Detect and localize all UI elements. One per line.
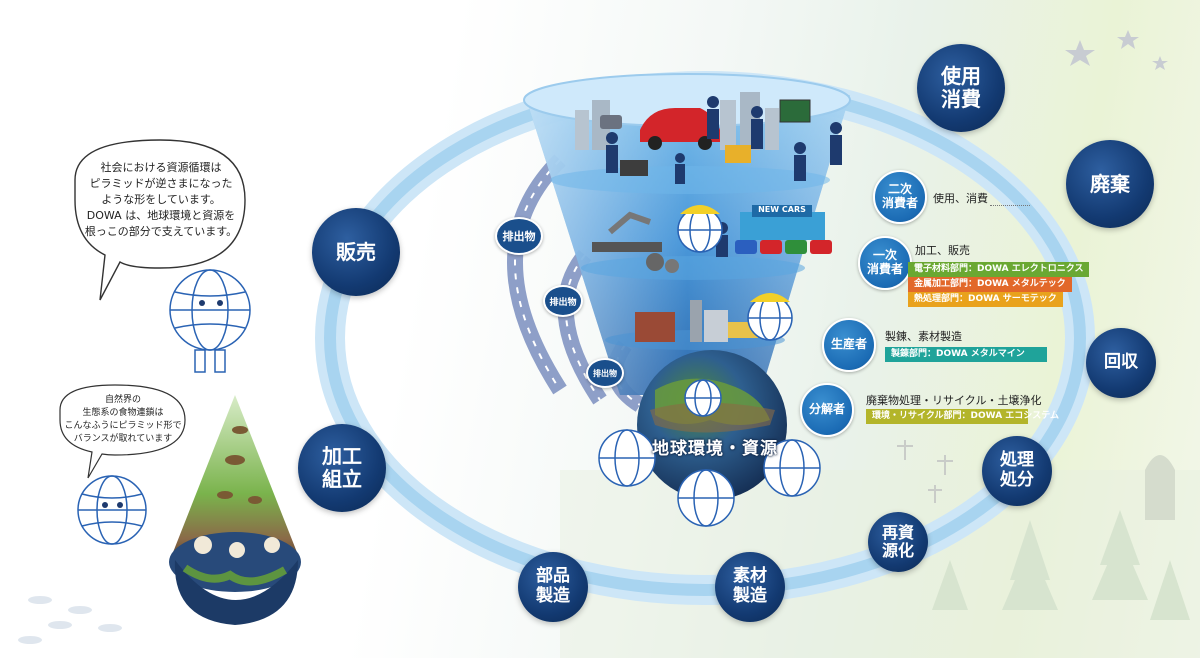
cycle-node-assembly[interactable]: 加工 組立 xyxy=(298,424,386,512)
soil-organism-icons xyxy=(194,536,280,558)
dept-ecosystem: 環境・リサイクル部門：DOWA エコシステム xyxy=(866,409,1059,424)
exhaust-label: 排出物 xyxy=(495,217,543,255)
box-icon xyxy=(725,145,751,163)
cycle-node-dispose[interactable]: 廃棄 xyxy=(1066,140,1154,228)
layer-consumers-illustration xyxy=(575,92,842,184)
globe-mascot-icon xyxy=(684,379,722,417)
cycle-node-treat[interactable]: 処理 処分 xyxy=(982,436,1052,506)
camera-icon xyxy=(600,115,622,129)
funnel-rim-1 xyxy=(550,166,830,194)
exhaust-arrow xyxy=(507,154,567,395)
tree-icon xyxy=(1150,560,1190,620)
role-primary-consumer-desc: 加工、販売 xyxy=(915,244,970,257)
globe-mascot-icon xyxy=(598,429,656,487)
role-decomposer: 分解者 xyxy=(800,383,854,437)
factory-icon xyxy=(704,310,728,342)
funnel-rim-2 xyxy=(581,256,805,280)
monitor-icon xyxy=(779,99,811,123)
dragonfly-icon xyxy=(897,440,913,460)
fish-icon xyxy=(98,624,122,632)
globe-mascot-icon xyxy=(169,269,251,373)
cycle-node-sales[interactable]: 販売 xyxy=(312,208,400,296)
dept-electronics: 電子材料部門：DOWA エレクトロニクス xyxy=(908,262,1090,277)
person-icon-group xyxy=(606,96,842,184)
globe-mascot-icon xyxy=(77,475,147,545)
animal-icon-group xyxy=(217,426,262,504)
globe-mascot-icon xyxy=(747,295,793,341)
robot-arm-icon xyxy=(608,211,651,235)
bubble-top-text: 社会における資源循環は ピラミッドが逆さまになった ような形をしています。 DO… xyxy=(84,161,238,238)
star-icon xyxy=(1152,56,1168,70)
tree-icon xyxy=(932,560,968,610)
role-decomposer-desc: 廃棄物処理・リサイクル・土壌浄化 xyxy=(866,394,1042,407)
speech-bubble-top xyxy=(74,139,246,301)
fish-icon xyxy=(28,596,52,604)
speech-bubble-bottom xyxy=(59,384,186,479)
role-secondary-consumer: 二次 消費者 xyxy=(873,170,927,224)
role-producer: 生産者 xyxy=(822,318,876,372)
cycle-node-material[interactable]: 素材 製造 xyxy=(715,552,785,622)
bubble-bottom-text: 自然界の 生態系の食物連鎖は こんなふうにピラミッド形で バランスが取れています xyxy=(64,395,182,444)
globe-mascot-icon-group xyxy=(77,207,821,545)
globe-mascot-icon xyxy=(677,207,723,253)
dragonfly-icon xyxy=(928,485,942,503)
exhaust-label: 排出物 xyxy=(586,358,624,388)
tree-icon xyxy=(1002,545,1058,610)
role-primary-consumer: 一次 消費者 xyxy=(858,236,912,290)
fish-icon xyxy=(18,636,42,644)
chimney-icon xyxy=(690,300,702,342)
cycle-node-recycle[interactable]: 再資 源化 xyxy=(868,512,928,572)
star-icon xyxy=(1065,40,1095,66)
tree-icon-group xyxy=(932,510,1190,620)
dragonfly-icon xyxy=(937,455,953,475)
role-secondary-consumer-desc: 使用、消費 xyxy=(933,192,988,205)
star-icon-group xyxy=(1065,30,1173,484)
fish-icon xyxy=(48,621,72,629)
ingot-icon xyxy=(635,312,675,342)
dept-thermotech: 熱処理部門：DOWA サーモテック xyxy=(908,292,1063,307)
globe-mascot-icon xyxy=(763,439,821,497)
food-pyramid xyxy=(170,395,300,575)
star-icon xyxy=(1117,30,1139,49)
dept-metaltech: 金属加工部門：DOWA メタルテック xyxy=(908,277,1072,292)
laptop-icon xyxy=(620,160,648,176)
rocket-icon xyxy=(1145,455,1175,520)
helmet-icon-group xyxy=(680,205,790,302)
conveyor-icon xyxy=(592,242,662,252)
cycle-node-use[interactable]: 使用 消費 xyxy=(917,44,1005,132)
mascot-faces xyxy=(102,300,223,508)
exhaust-label: 排出物 xyxy=(543,285,583,317)
fish-icon-group xyxy=(18,596,122,644)
car-icon xyxy=(640,108,720,142)
role-line xyxy=(990,205,1030,206)
cycle-node-parts[interactable]: 部品 製造 xyxy=(518,552,588,622)
new-cars-sign: NEW CARS xyxy=(758,205,806,214)
exhaust-arrow-chevrons xyxy=(514,159,641,406)
role-producer-desc: 製錬、素材製造 xyxy=(885,330,962,343)
dragonfly-icon-group xyxy=(897,440,953,503)
cycle-node-collect[interactable]: 回収 xyxy=(1086,328,1156,398)
tree-icon xyxy=(1092,535,1148,600)
globe-mascot-icon xyxy=(677,469,735,527)
earth-label: 地球環境・資源 xyxy=(652,439,778,459)
fish-icon xyxy=(68,606,92,614)
dept-metalmine: 製錬部門：DOWA メタルマイン xyxy=(885,347,1047,362)
